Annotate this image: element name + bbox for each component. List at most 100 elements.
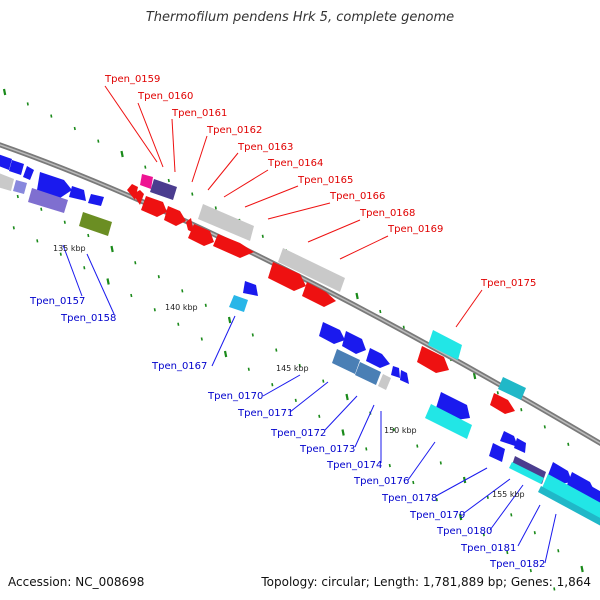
- gene-arrow[interactable]: [500, 431, 518, 447]
- gene-box[interactable]: [428, 330, 462, 360]
- gene-arrow[interactable]: [164, 206, 186, 226]
- gene-label-tpen-0171[interactable]: Tpen_0171: [237, 408, 293, 419]
- gene-label-tpen-0181[interactable]: Tpen_0181: [460, 543, 516, 554]
- gene-arrow[interactable]: [302, 282, 336, 307]
- scale-tick: [416, 444, 419, 448]
- gene-label-tpen-0173[interactable]: Tpen_0173: [299, 444, 355, 455]
- gene-box[interactable]: [13, 180, 27, 194]
- scale-tick: [16, 194, 19, 199]
- gene-box[interactable]: [425, 404, 472, 439]
- gene-box[interactable]: [278, 248, 345, 292]
- gene-arrow[interactable]: [400, 370, 409, 384]
- scale-tick: [275, 348, 278, 352]
- gene-label-tpen-0167[interactable]: Tpen_0167: [151, 361, 207, 372]
- scale-tick: [177, 322, 180, 326]
- scale-tick: [506, 550, 509, 555]
- gene-arrow[interactable]: [319, 322, 345, 344]
- gene-arrow[interactable]: [490, 393, 515, 414]
- scale-tick: [214, 206, 217, 210]
- scale-tick: [63, 220, 66, 224]
- scale-tick: [553, 587, 556, 591]
- gene-box[interactable]: [198, 204, 254, 241]
- scale-tick: [2, 88, 7, 96]
- gene-arrow[interactable]: [23, 166, 34, 180]
- gene-label-tpen-0159[interactable]: Tpen_0159: [104, 74, 160, 85]
- gene-label-tpen-0178[interactable]: Tpen_0178: [381, 493, 437, 504]
- gene-labels-forward: Tpen_0159 Tpen_0160 Tpen_0161 Tpen_0162 …: [104, 74, 536, 289]
- gene-label-tpen-0168[interactable]: Tpen_0168: [359, 208, 415, 219]
- scale-tick: [345, 393, 349, 401]
- gene-label-tpen-0158[interactable]: Tpen_0158: [60, 313, 116, 324]
- gene-arrow[interactable]: [0, 154, 12, 170]
- gene-label-tpen-0163[interactable]: Tpen_0163: [237, 142, 293, 153]
- gene-box[interactable]: [150, 179, 177, 200]
- scale-tick: [167, 178, 170, 183]
- gene-arrow[interactable]: [88, 194, 104, 206]
- gene-label-tpen-0166[interactable]: Tpen_0166: [329, 191, 385, 202]
- gene-arrow[interactable]: [37, 172, 72, 198]
- scale-tick: [247, 367, 250, 371]
- scale-tick: [200, 337, 203, 341]
- scale-tick: [482, 532, 485, 537]
- gene-arrow[interactable]: [417, 346, 449, 373]
- gene-box[interactable]: [79, 212, 112, 236]
- gene-box[interactable]: [538, 486, 600, 526]
- gene-label-tpen-0179[interactable]: Tpen_0179: [409, 510, 465, 521]
- scale-tick: [341, 429, 345, 436]
- scale-label-155: 155 kbp: [492, 490, 525, 499]
- topology-text: Topology: circular; Length: 1,781,889 bp…: [261, 575, 591, 589]
- gene-arrow[interactable]: [213, 234, 254, 258]
- gene-box[interactable]: [542, 474, 600, 522]
- scale-tick: [412, 480, 415, 485]
- gene-arrow[interactable]: [133, 190, 144, 205]
- gene-arrow[interactable]: [489, 443, 505, 462]
- gene-arrow[interactable]: [366, 348, 390, 368]
- gene-box[interactable]: [509, 462, 544, 484]
- gene-label-tpen-0172[interactable]: Tpen_0172: [270, 428, 326, 439]
- gene-box[interactable]: [0, 172, 14, 191]
- gene-box[interactable]: [332, 349, 360, 374]
- scale-tick: [271, 383, 274, 387]
- gene-label-tpen-0175[interactable]: Tpen_0175: [480, 278, 536, 289]
- gene-arrow[interactable]: [514, 438, 526, 453]
- gene-arrow[interactable]: [188, 224, 214, 246]
- label-leader-lines: [62, 85, 557, 564]
- gene-arrow[interactable]: [391, 366, 400, 378]
- gene-label-tpen-0182[interactable]: Tpen_0182: [489, 559, 545, 570]
- scale-tick: [392, 427, 395, 432]
- gene-label-tpen-0180[interactable]: Tpen_0180: [436, 526, 492, 537]
- gene-label-tpen-0162[interactable]: Tpen_0162: [206, 125, 262, 136]
- scale-tick: [261, 234, 264, 238]
- gene-label-tpen-0161[interactable]: Tpen_0161: [171, 108, 227, 119]
- gene-arrow[interactable]: [243, 281, 258, 296]
- scale-tick: [191, 192, 194, 196]
- gene-arrow[interactable]: [268, 262, 306, 291]
- gene-arrow[interactable]: [567, 472, 596, 496]
- scale-tick: [580, 565, 584, 573]
- scale-label-150: 150 kbp: [384, 426, 417, 435]
- gene-arrow[interactable]: [9, 160, 24, 175]
- gene-box[interactable]: [28, 188, 68, 213]
- scale-tick: [439, 461, 442, 465]
- scale-tick: [486, 495, 489, 499]
- gene-box[interactable]: [498, 377, 526, 400]
- gene-box[interactable]: [229, 295, 248, 312]
- gene-label-tpen-0174[interactable]: Tpen_0174: [326, 460, 382, 471]
- gene-label-tpen-0170[interactable]: Tpen_0170: [207, 391, 263, 402]
- gene-arrow[interactable]: [69, 186, 86, 201]
- gene-arrow[interactable]: [342, 331, 366, 354]
- gene-box[interactable]: [355, 362, 381, 385]
- gene-box[interactable]: [140, 174, 153, 189]
- gene-label-tpen-0176[interactable]: Tpen_0176: [353, 476, 409, 487]
- gene-label-tpen-0157[interactable]: Tpen_0157: [29, 296, 85, 307]
- gene-label-tpen-0169[interactable]: Tpen_0169: [387, 224, 443, 235]
- gene-label-tpen-0160[interactable]: Tpen_0160: [137, 91, 193, 102]
- gene-arrow[interactable]: [141, 196, 167, 217]
- scale-tick: [83, 266, 86, 270]
- gene-label-tpen-0164[interactable]: Tpen_0164: [267, 158, 323, 169]
- scale-tick: [557, 549, 560, 553]
- scale-tick: [110, 245, 114, 253]
- gene-label-tpen-0165[interactable]: Tpen_0165: [297, 175, 353, 186]
- gene-box[interactable]: [378, 374, 391, 390]
- scale-tick: [87, 233, 90, 238]
